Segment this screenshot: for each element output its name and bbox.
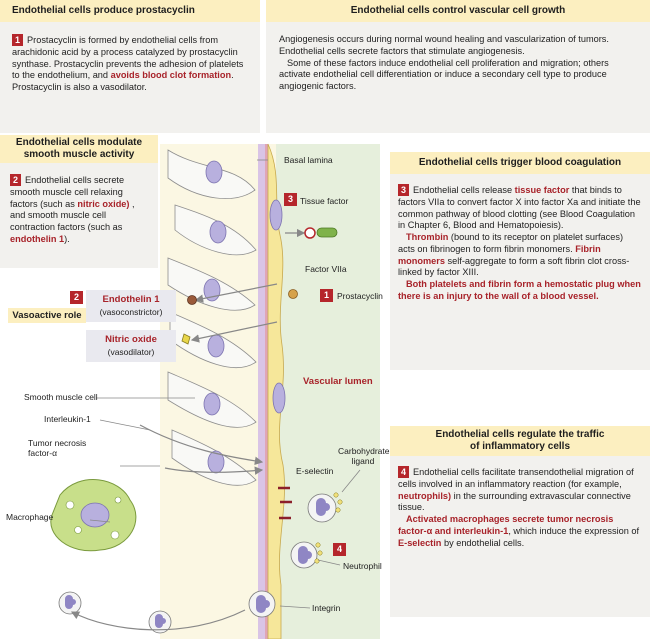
smooth-muscle-nuclei — [203, 160, 227, 474]
inflammatory-box — [390, 440, 650, 617]
smooth-muscle-cell-label: Smooth muscle cell — [24, 392, 98, 402]
step-2-badge: 2 — [10, 174, 22, 186]
e-selectin-label: E-selectin — [296, 466, 334, 476]
vascular-growth-box — [266, 0, 650, 133]
basal-lamina-label: Basal lamina — [284, 155, 333, 165]
nitric-oxide-molecule — [181, 333, 191, 345]
prostacyclin-badge: 1 — [320, 289, 333, 302]
neutrophil-label: Neutrophil — [343, 561, 382, 571]
tissue-factor-molecule — [304, 227, 316, 239]
smooth-muscle-title: Endothelial cells modulate smooth muscle… — [15, 137, 143, 160]
coagulation-box — [390, 168, 650, 370]
coagulation-header: Endothelial cells trigger blood coagulat… — [390, 152, 650, 174]
carbohydrate-ligands — [314, 492, 343, 564]
basal-lamina-band — [258, 144, 265, 639]
step-4-badge: 4 — [398, 466, 410, 478]
vascular-growth-text: Angiogenesis occurs during normal wound … — [279, 34, 609, 92]
neutrophil-badge: 4 — [333, 543, 346, 556]
factor-viia-label: Factor VIIa — [305, 264, 347, 274]
nitric-oxide-card: Nitric oxide (vasodilator) — [86, 330, 176, 362]
prostacyclin-molecule — [288, 289, 298, 299]
interleukin-label: Interleukin-1 — [44, 414, 91, 424]
tissue-factor-badge: 3 — [284, 193, 297, 206]
carbohydrate-ligand-label: Carbohydrate ligand — [338, 446, 390, 466]
prostacyclin-header: Endothelial cells produce prostacyclin — [0, 0, 260, 22]
step-1-badge: 1 — [12, 34, 24, 46]
step-3-badge: 3 — [398, 184, 410, 196]
integrin-label: Integrin — [312, 603, 341, 613]
macrophage-label: Macrophage — [6, 512, 54, 522]
prostacyclin-box — [0, 0, 260, 133]
prostacyclin-label: Prostacyclin — [337, 291, 383, 301]
endothelial-nucleus — [269, 199, 283, 231]
neutrophil-nuclei — [65, 498, 330, 628]
vascular-growth-title: Endothelial cells control vascular cell … — [350, 5, 566, 16]
vascular-growth-header: Endothelial cells control vascular cell … — [266, 0, 650, 22]
factor-viia-molecule — [316, 227, 338, 238]
endothelin-molecule — [187, 295, 197, 305]
tnf-label: Tumor necrosis factor-α — [28, 438, 87, 458]
e-selectin-markers — [278, 486, 292, 520]
vascular-lumen-label: Vascular lumen — [303, 376, 373, 387]
vasoactive-badge: 2 — [70, 291, 83, 304]
inflammatory-header: Endothelial cells regulate the traffic o… — [390, 426, 650, 456]
prostacyclin-title: Endothelial cells produce prostacyclin — [12, 5, 195, 16]
tissue-factor-label: Tissue factor — [300, 196, 349, 206]
vasoactive-role-label: Vasoactive role — [8, 308, 86, 323]
endothelin-card: Endothelin 1 (vasoconstrictor) — [86, 290, 176, 322]
endothelial-nucleus — [272, 382, 286, 414]
inflammatory-title: Endothelial cells regulate the traffic o… — [435, 429, 605, 452]
smooth-muscle-header: Endothelial cells modulate smooth muscle… — [0, 135, 158, 163]
coagulation-title: Endothelial cells trigger blood coagulat… — [418, 157, 622, 168]
